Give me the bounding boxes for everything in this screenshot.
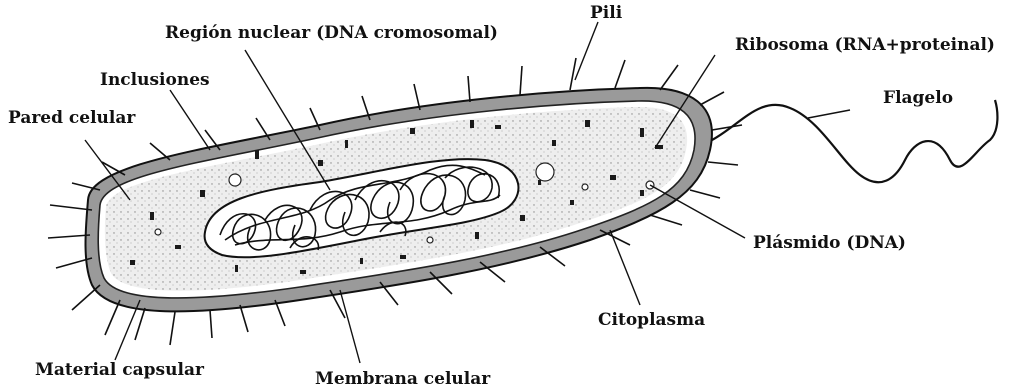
label-cell-membrane: Membrana celular bbox=[315, 369, 491, 389]
label-plasmid: Plásmido (DNA) bbox=[753, 233, 906, 253]
label-ribosome: Ribosoma (RNA+proteinal) bbox=[735, 35, 995, 55]
flagellum bbox=[712, 100, 997, 182]
label-cytoplasm: Citoplasma bbox=[598, 310, 705, 330]
label-inclusions: Inclusiones bbox=[100, 70, 210, 90]
label-pili: Pili bbox=[590, 3, 623, 23]
label-flagellum: Flagelo bbox=[883, 88, 953, 108]
label-cell-wall: Pared celular bbox=[8, 108, 136, 128]
label-nuclear-region: Región nuclear (DNA cromosomal) bbox=[165, 23, 498, 43]
label-capsular-material: Material capsular bbox=[35, 360, 205, 380]
